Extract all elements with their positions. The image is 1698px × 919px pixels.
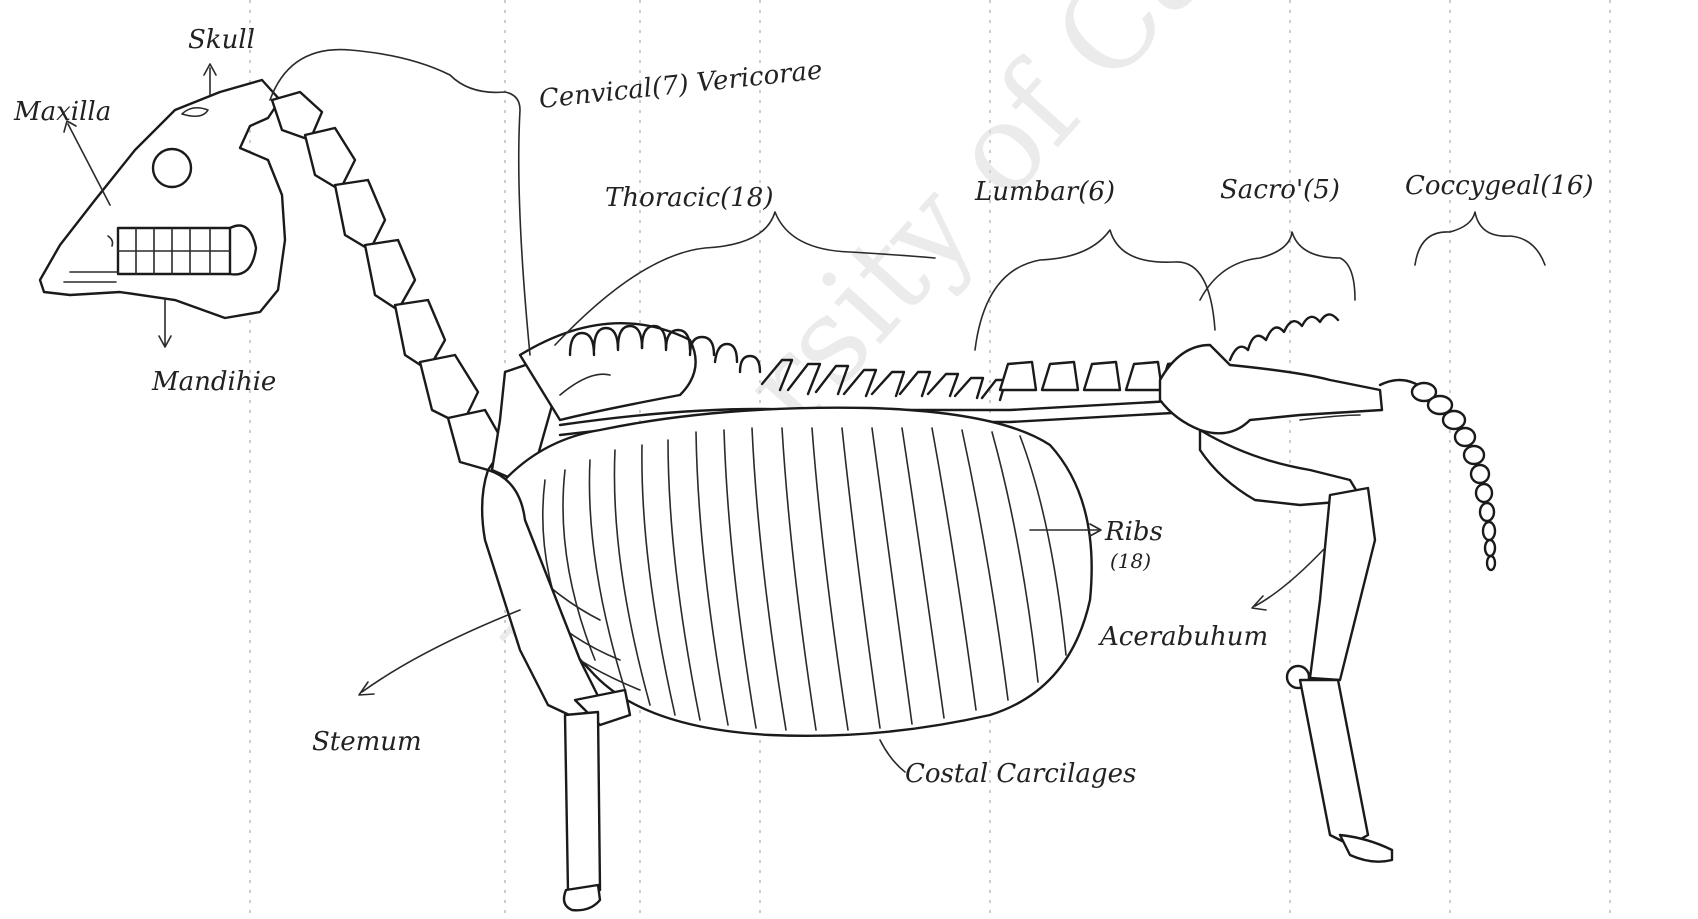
label-ribs-count: (18) [1110,549,1151,573]
label-maxilla: Maxilla [13,97,111,127]
label-cervical: Cenvical(7) Vericorae [538,55,824,115]
label-thoracic: Thoracic(18) [605,183,773,213]
label-sacral: Sacro'(5) [1220,175,1340,205]
label-acetabulum: Acerabuhum [1098,622,1268,652]
maxilla-pointer [64,121,110,205]
label-sternum: Stemum [312,727,422,757]
pelvis [1160,314,1382,505]
hindleg [1287,488,1392,862]
label-lumbar: Lumbar(6) [974,177,1115,207]
coccygeal-brace [1415,212,1545,265]
acetabulum-pointer [1252,548,1325,610]
costal-pointer [880,740,905,772]
label-coccygeal: Coccygeal(16) [1405,171,1594,201]
label-mandible: Mandihie [151,367,276,397]
label-skull: Skull [188,25,255,55]
label-costal-cartilages: Costal Carcilages [905,759,1136,789]
mandible-pointer [159,300,171,347]
skull-pointer [204,64,216,95]
sacral-brace [1200,232,1355,300]
lumbar-brace [975,230,1215,350]
label-ribs: Ribs [1104,517,1163,547]
tail [1380,380,1495,570]
cervical-vertebrae [272,92,505,470]
